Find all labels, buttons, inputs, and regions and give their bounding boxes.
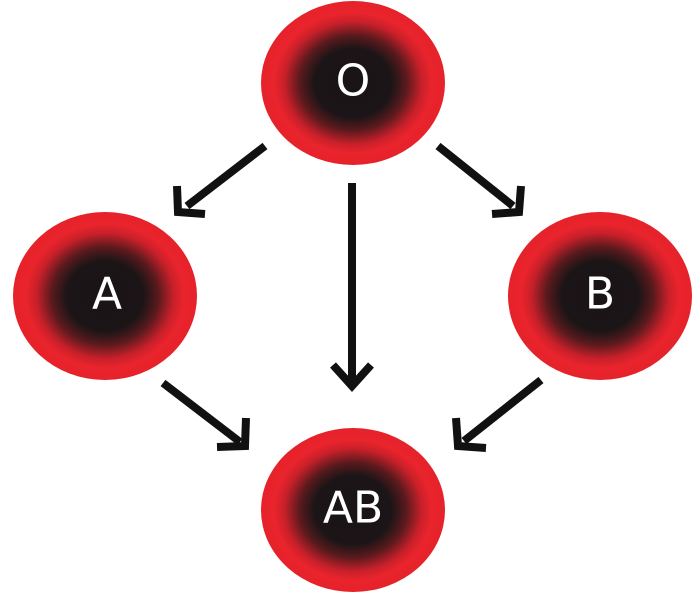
arrows bbox=[160, 142, 544, 452]
blood-cell-ab bbox=[261, 428, 445, 592]
node-label-o: O bbox=[336, 56, 371, 107]
arrow-o-to-a bbox=[173, 142, 268, 218]
node-label-ab: AB bbox=[323, 483, 383, 534]
arrow-o-to-ab bbox=[330, 183, 374, 392]
node-ab: AB bbox=[261, 428, 445, 592]
arrow-b-to-ab bbox=[452, 376, 544, 452]
node-a: A bbox=[13, 212, 197, 380]
node-o: O bbox=[261, 1, 445, 165]
node-label-a: A bbox=[92, 269, 122, 320]
node-label-b: B bbox=[585, 269, 615, 320]
arrow-o-to-b bbox=[435, 142, 525, 218]
node-b: B bbox=[508, 212, 692, 380]
blood-cell-o bbox=[261, 1, 445, 165]
arrow-a-to-ab bbox=[160, 379, 250, 451]
blood-cell-b bbox=[508, 212, 692, 380]
blood-cell-a bbox=[13, 212, 197, 380]
